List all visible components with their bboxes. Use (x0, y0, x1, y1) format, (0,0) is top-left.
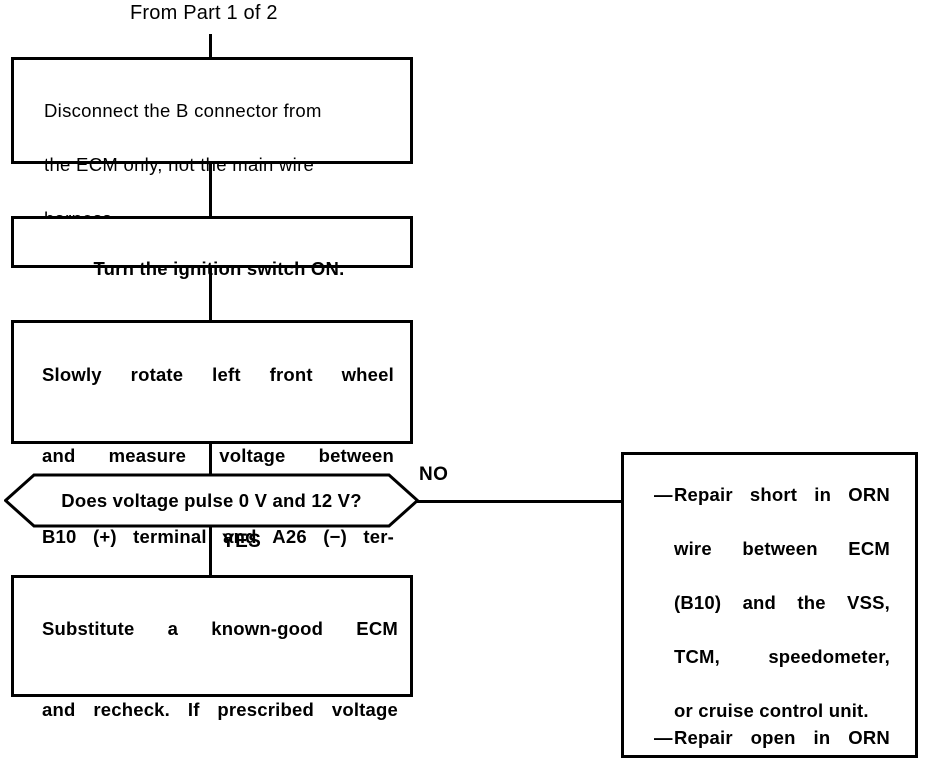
connector-step1-to-step2 (209, 164, 212, 217)
process-text-repair-orn-wire: — Repair short in ORN wire between ECM (… (654, 481, 890, 768)
step3-line-1: Slowly rotate left front wheel (42, 364, 394, 385)
bullet-dash-1: — (654, 484, 673, 505)
bullet-1-line-4: TCM, speedometer, (674, 646, 890, 667)
decision-hexagon-voltage-pulse: Does voltage pulse 0 V and 12 V? (4, 473, 419, 528)
bullet-1-line-2: wire between ECM (674, 538, 890, 559)
step1-line-2: the ECM only, not the main wire (44, 154, 315, 175)
connector-no-branch (417, 500, 623, 503)
connector-entry-to-step1 (209, 34, 212, 58)
outcome-yes-line-1: Substitute a known-good ECM (42, 618, 398, 639)
process-box-disconnect-b-connector (11, 57, 413, 164)
process-box-rotate-wheel-measure (11, 320, 413, 444)
repair-bullet-2: — Repair open in ORN wire between ECM (B… (654, 724, 890, 768)
branch-label-no: NO (419, 464, 449, 485)
connector-step3-to-decision (209, 444, 212, 476)
process-text-rotate-wheel-measure: Slowly rotate left front wheel and measu… (42, 334, 394, 658)
branch-label-yes: YES (222, 531, 262, 552)
repair-bullet-1: — Repair short in ORN wire between ECM (… (654, 481, 890, 724)
entry-label: From Part 1 of 2 (130, 2, 278, 24)
process-box-repair-orn-wire (621, 452, 918, 758)
step1-line-1: Disconnect the B connector from (44, 100, 322, 121)
step2-line-1: Turn the ignition switch ON. (93, 258, 345, 279)
process-text-disconnect-b-connector: Disconnect the B connector from the ECM … (44, 70, 394, 232)
bullet-1-line-3: (B10) and the VSS, (674, 592, 890, 613)
process-box-ignition-on (11, 216, 413, 268)
bullet-dash-2: — (654, 727, 673, 748)
process-text-substitute-ecm: Substitute a known-good ECM and recheck.… (42, 588, 398, 768)
process-text-ignition-on: Turn the ignition switch ON. (44, 228, 394, 282)
bullet-2-line-1: Repair open in ORN (674, 727, 890, 748)
outcome-yes-line-2: and recheck. If prescribed voltage (42, 699, 398, 720)
bullet-1-line-5: or cruise control unit. (674, 700, 869, 721)
connector-step2-to-step3 (209, 268, 212, 322)
step3-line-3: B10 (+) terminal and A26 (−) ter- (42, 526, 394, 547)
process-box-substitute-ecm (11, 575, 413, 697)
connector-yes-branch (209, 525, 212, 577)
decision-question-text: Does voltage pulse 0 V and 12 V? (61, 489, 362, 511)
bullet-1-line-1: Repair short in ORN (674, 484, 890, 505)
step3-line-2: and measure voltage between (42, 445, 394, 466)
